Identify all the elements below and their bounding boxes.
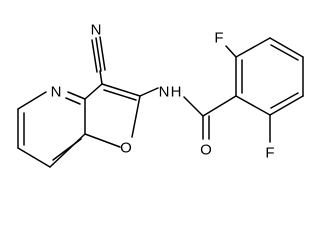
bond-ccarbonyl-ipso [202, 95, 237, 117]
bond-c5-c6b [269, 95, 304, 116]
carbonyl-oxygen-label: O [200, 142, 212, 159]
bond-c2-o [131, 95, 141, 138]
bond-c6-c7 [17, 147, 51, 168]
nitrile-triple-bond-2 [95, 37, 102, 72]
amide-nitrogen-label: N [159, 84, 170, 101]
bond-c-f-top [225, 45, 237, 58]
bond-npy-c5 [17, 91, 47, 110]
bond-c3-c2 [101, 83, 141, 97]
bond-c2f-c3 [235, 37, 271, 58]
bond-c7-c7a [49, 133, 86, 168]
furan-oxygen-label: O [120, 140, 132, 157]
pyridine-nitrogen-label: N [51, 84, 62, 101]
bond-cn-c3 [99, 70, 103, 85]
bond-o-c7a [84, 133, 121, 148]
nitrile-triple-bond-1 [91, 39, 98, 73]
fluorine-bottom-label: F [265, 145, 274, 162]
bond-c2-nh [139, 87, 159, 97]
bond-nh-ccarbonyl [183, 96, 204, 117]
bond-c3-c2-double [103, 89, 137, 101]
bond-c3a-c3 [84, 83, 103, 100]
bond-c3a-npy-double [65, 97, 81, 105]
fluorine-top-label: F [214, 30, 223, 47]
bonds [17, 36, 304, 168]
atom-labels: N N H N O O F F [51, 22, 275, 162]
molecule-svg: N N H N O O F F [17, 22, 304, 168]
bond-c3a-npy [67, 91, 86, 100]
amide-hydrogen-label: H [171, 84, 182, 101]
bond-c7-c7a-double [52, 138, 82, 161]
bond-c5-c6b-double [270, 92, 299, 109]
nitrile-nitrogen-label: N [91, 22, 102, 39]
bond-c3-c4 [269, 37, 304, 58]
bond-c3-c4-double [270, 44, 299, 61]
nitrile-triple-bond-3 [99, 36, 106, 71]
molecule-structure-diagram: N N H N O O F F [17, 22, 304, 168]
bond-c6b-ipso [235, 95, 271, 116]
